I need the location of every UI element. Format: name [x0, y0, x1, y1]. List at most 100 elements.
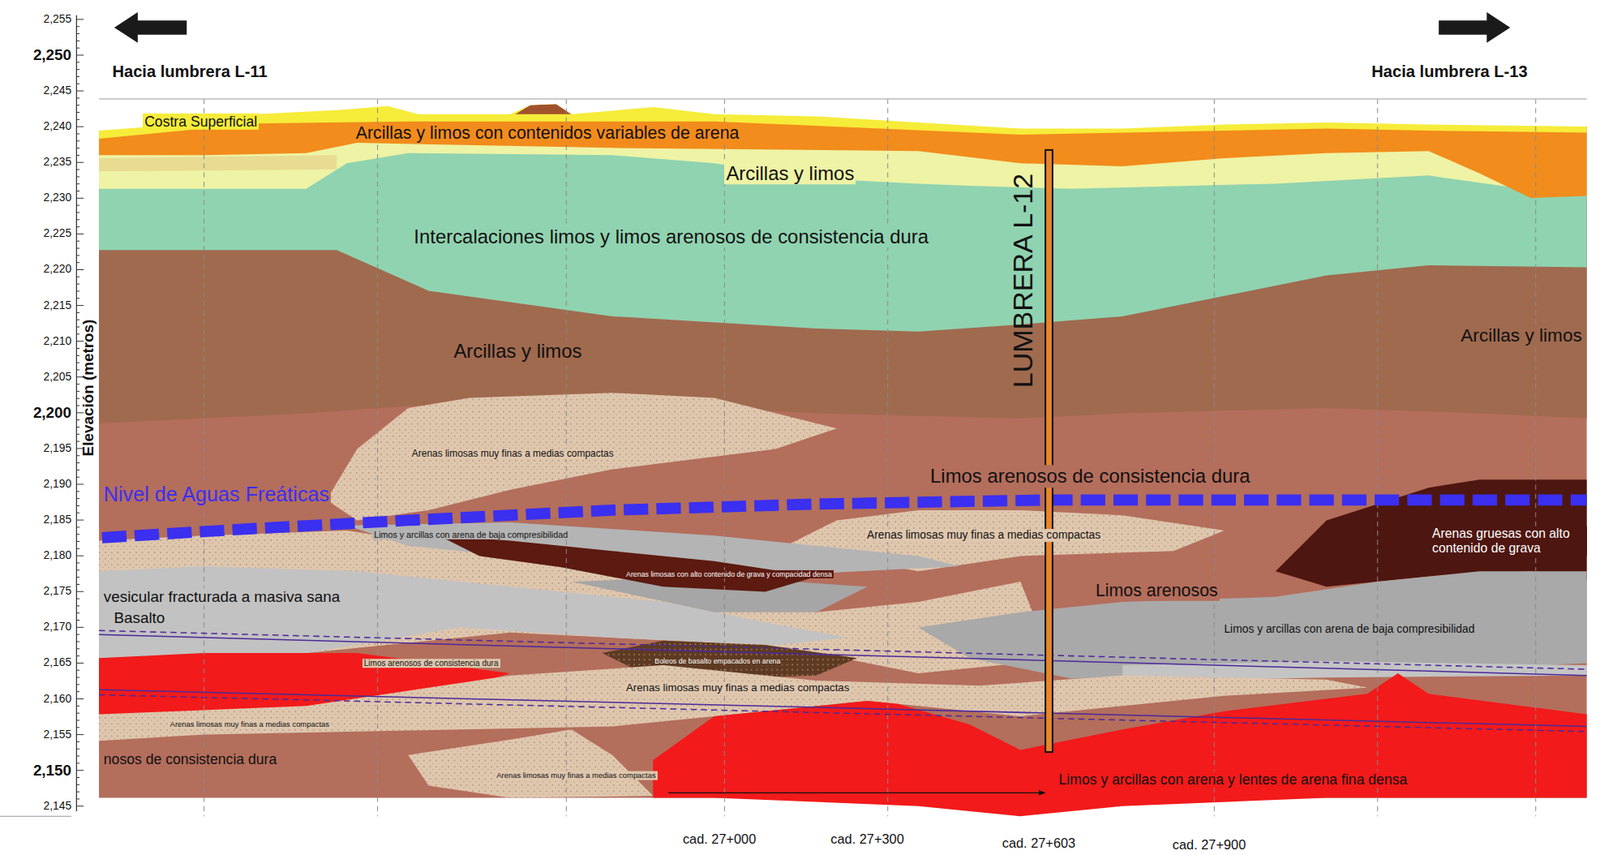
axis-tick	[76, 797, 80, 799]
axis-tick	[76, 741, 80, 743]
tick-label: 2,160	[42, 692, 72, 706]
axis-tick	[76, 283, 80, 285]
shaft	[1045, 150, 1053, 752]
tick-label: 2,195	[42, 441, 72, 455]
axis-tick	[76, 483, 84, 485]
axis-tick	[76, 690, 80, 692]
stratum	[98, 154, 337, 172]
stratum-label: Arcillas y limos	[1458, 325, 1584, 347]
frame-line	[98, 98, 1588, 99]
stratum-label: Arenas limosas muy finas a medias compac…	[624, 681, 851, 694]
axis-tick	[76, 90, 84, 92]
axis-tick	[76, 512, 80, 514]
axis-tick	[76, 54, 84, 56]
axis-tick	[76, 733, 84, 735]
stratum-label: Arenas limosas muy finas a medias compac…	[494, 770, 657, 780]
stratum	[407, 729, 653, 798]
axis-tick	[76, 755, 80, 757]
axis-tick	[76, 612, 80, 614]
axis-tick	[76, 462, 80, 464]
tick-label: 2,190	[42, 477, 72, 491]
axis-tick	[76, 576, 80, 578]
axis-tick	[76, 604, 80, 606]
tick-label: 2,210	[42, 334, 72, 348]
tick-label: 2,165	[42, 656, 72, 670]
axis-tick	[76, 784, 80, 785]
direction-label: Hacia lumbrera L-11	[111, 63, 267, 82]
tick-label: 2,215	[42, 299, 72, 313]
stratum-label: Limos y arcillas con arena de baja compr…	[1222, 622, 1476, 636]
axis-tick	[76, 776, 80, 778]
axis-tick	[76, 226, 80, 228]
stratum-label: Limos arenosos de consistencia dura	[362, 658, 501, 669]
axis-tick	[76, 677, 80, 678]
stratum-label: Boleos de basalto empacados en arena	[652, 656, 782, 665]
axis-tick	[76, 40, 80, 42]
stratum	[98, 91, 1588, 424]
stratum-label: Arenas limosas muy finas a medias compac…	[410, 448, 616, 460]
axis-tick	[76, 362, 80, 364]
axis-tick	[76, 426, 80, 428]
stratum	[98, 91, 1588, 798]
axis-tick	[76, 490, 80, 492]
axis-tick	[76, 705, 80, 707]
tick-label: 2,235	[42, 155, 72, 169]
axis-tick	[76, 97, 80, 99]
axis-tick	[76, 61, 80, 63]
stratum-label: Arcillas y limos con contenidos variable…	[354, 122, 742, 143]
axis-tick	[76, 83, 80, 85]
axis-tick	[76, 533, 80, 535]
direction-label: Hacia lumbrera L-13	[1371, 63, 1528, 82]
axis-tick	[76, 290, 80, 292]
axis-tick	[76, 762, 80, 764]
axis-tick	[76, 211, 80, 213]
axis-tick	[76, 712, 80, 714]
axis-tick	[76, 454, 80, 456]
axis-tick	[76, 25, 80, 27]
tick-label: 2,230	[42, 191, 72, 205]
tick-label: 2,150	[33, 761, 72, 780]
stratum	[917, 570, 1587, 678]
axis-tick	[76, 655, 80, 657]
axis-title: Elevación (metros)	[80, 319, 99, 457]
tunnel-line	[98, 630, 1588, 732]
axis-tick	[76, 540, 80, 542]
water-table	[102, 499, 1588, 538]
stratum-label: Basalto	[111, 609, 167, 627]
tick-label: 2,200	[33, 403, 72, 422]
axis-tick	[76, 254, 80, 256]
axis-tick	[76, 626, 84, 628]
tick-label: 2,240	[42, 120, 72, 133]
axis-tick	[76, 269, 84, 271]
water-table-label: Nivel de Aguas Freáticas	[102, 481, 331, 506]
axis-tick	[76, 154, 80, 156]
axis-tick	[76, 297, 80, 299]
tick-label: 2,175	[42, 584, 72, 598]
axis-tick	[76, 319, 80, 321]
shaft-label: LUMBRERA L-12	[1008, 173, 1040, 388]
axis-tick	[76, 18, 84, 20]
axis-tick	[76, 355, 80, 357]
axis-tick	[76, 183, 80, 185]
axis-tick	[76, 569, 80, 571]
axis-tick	[76, 76, 80, 78]
direction-arrow	[1438, 12, 1510, 43]
axis-tick	[76, 669, 80, 671]
tick-label: 2,220	[42, 263, 72, 277]
axis-tick	[76, 104, 80, 106]
stratum-label: Limos y arcillas con arena y lentes de a…	[1057, 771, 1410, 788]
axis-tick	[76, 175, 80, 177]
axis-tick	[76, 390, 80, 392]
axis-tick	[76, 240, 80, 242]
stratum	[438, 535, 817, 592]
axis-tick	[76, 640, 80, 642]
stratum-label: Arenas gruesas con alto contenido de gra…	[1430, 526, 1588, 556]
tick-label: 2,225	[42, 227, 72, 241]
direction-arrow	[114, 12, 187, 43]
axis-tick	[76, 548, 80, 550]
axis-tick	[76, 519, 84, 521]
axis-tick	[76, 497, 80, 499]
axis-tick	[76, 805, 84, 807]
tick-label: 2,255	[42, 12, 72, 26]
stratum-label: Costra Superficial	[142, 113, 259, 130]
